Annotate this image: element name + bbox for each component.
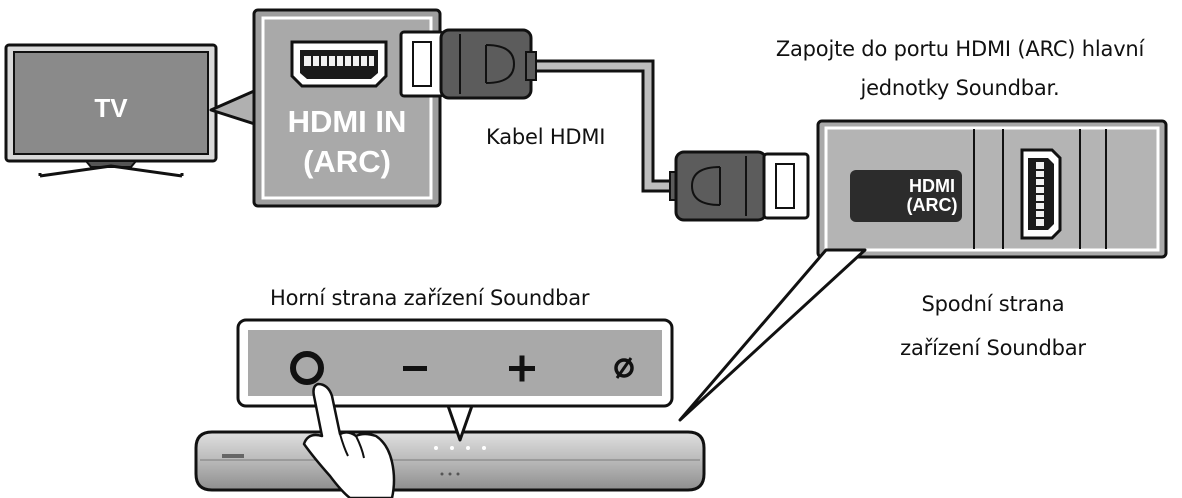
hdmi-plug-tv-icon xyxy=(399,28,537,100)
soundbar-body xyxy=(194,430,706,492)
soundbar-port-label-line1: HDMI xyxy=(909,176,955,196)
mic-mute-button-icon[interactable] xyxy=(614,357,634,379)
tv-port-label-line1: HDMI IN xyxy=(287,104,407,139)
instruction-line1: Zapojte do portu HDMI (ARC) hlavní xyxy=(775,37,1145,61)
tv-label: TV xyxy=(94,93,128,123)
bottom-side-label-line1: Spodní strana xyxy=(921,292,1065,316)
soundbar-port-label-line2: (ARC) xyxy=(906,195,958,215)
hdmi-cable xyxy=(530,59,676,193)
tv-icon xyxy=(4,43,218,178)
soundbar-top-panel xyxy=(236,318,674,408)
bottom-side-label-line2: zařízení Soundbar xyxy=(900,336,1086,360)
soundbar-port-panel xyxy=(816,119,1168,259)
hdmi-plug-soundbar-icon xyxy=(669,150,810,222)
volume-down-button-icon[interactable] xyxy=(403,366,427,371)
tv-hdmi-socket-icon xyxy=(290,40,388,88)
soundbar-hdmi-socket-icon xyxy=(1020,148,1062,240)
cable-label: Kabel HDMI xyxy=(486,125,606,149)
hand-icon xyxy=(302,382,396,498)
instruction-line2: jednotky Soundbar. xyxy=(860,76,1060,100)
power-button-icon[interactable] xyxy=(290,351,324,385)
volume-up-button-icon[interactable] xyxy=(509,355,535,382)
bottom-callout-pointer xyxy=(678,248,867,422)
top-side-label: Horní strana zařízení Soundbar xyxy=(270,286,590,310)
tv-port-label-line2: (ARC) xyxy=(303,144,391,179)
